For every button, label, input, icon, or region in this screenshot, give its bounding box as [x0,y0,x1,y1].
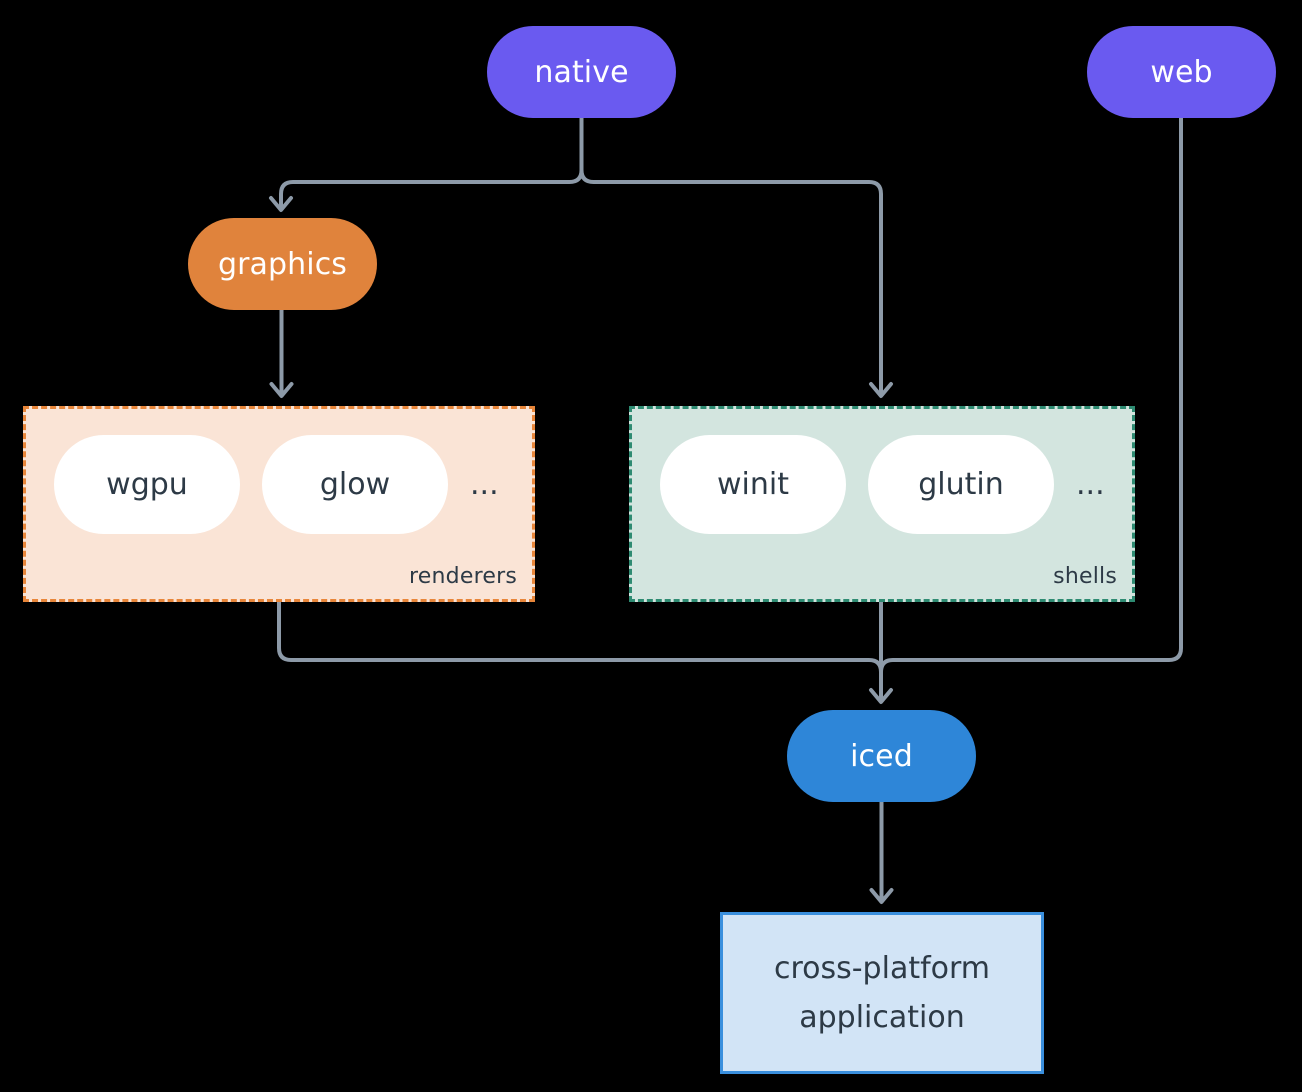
leaf-wgpu-label: wgpu [106,467,188,502]
leaf-winit-label: winit [717,467,789,502]
node-graphics[interactable]: graphics [188,218,377,310]
leaf-winit[interactable]: winit [660,435,846,534]
group-shells-label: shells [1053,564,1117,589]
arrowhead-application [869,888,894,904]
arrowhead-iced [869,688,893,704]
leaf-wgpu[interactable]: wgpu [54,435,240,534]
node-native[interactable]: native [487,26,676,118]
node-web[interactable]: web [1087,26,1276,118]
renderers-more-ellipsis: ... [470,467,499,502]
edge-native-shells [579,168,883,394]
node-native-label: native [534,54,629,90]
group-renderers-label: renderers [409,564,517,589]
leaf-glow[interactable]: glow [262,435,448,534]
leaf-glutin[interactable]: glutin [868,435,1054,534]
group-shells-items: winit glutin ... [632,435,1132,534]
arrowhead-shells [869,382,893,398]
arrowhead-renderers [269,382,294,398]
node-web-label: web [1150,54,1213,90]
arrowhead-graphics [269,196,293,212]
node-iced-label: iced [850,738,913,774]
leaf-glutin-label: glutin [918,467,1004,502]
edge-renderers-iced [277,600,883,700]
node-application-line1: cross-platform [773,950,991,986]
leaf-glow-label: glow [319,467,391,502]
node-iced[interactable]: iced [787,710,976,802]
edge-native-bus [279,116,584,208]
node-application-line2: application [799,1000,965,1035]
node-application[interactable]: cross-platform application [720,912,1044,1074]
group-renderers-items: wgpu glow ... [26,435,532,534]
node-graphics-label: graphics [217,246,348,282]
group-renderers: wgpu glow ... renderers [23,406,535,602]
shells-more-ellipsis: ... [1076,467,1105,502]
group-shells: winit glutin ... shells [629,406,1135,602]
